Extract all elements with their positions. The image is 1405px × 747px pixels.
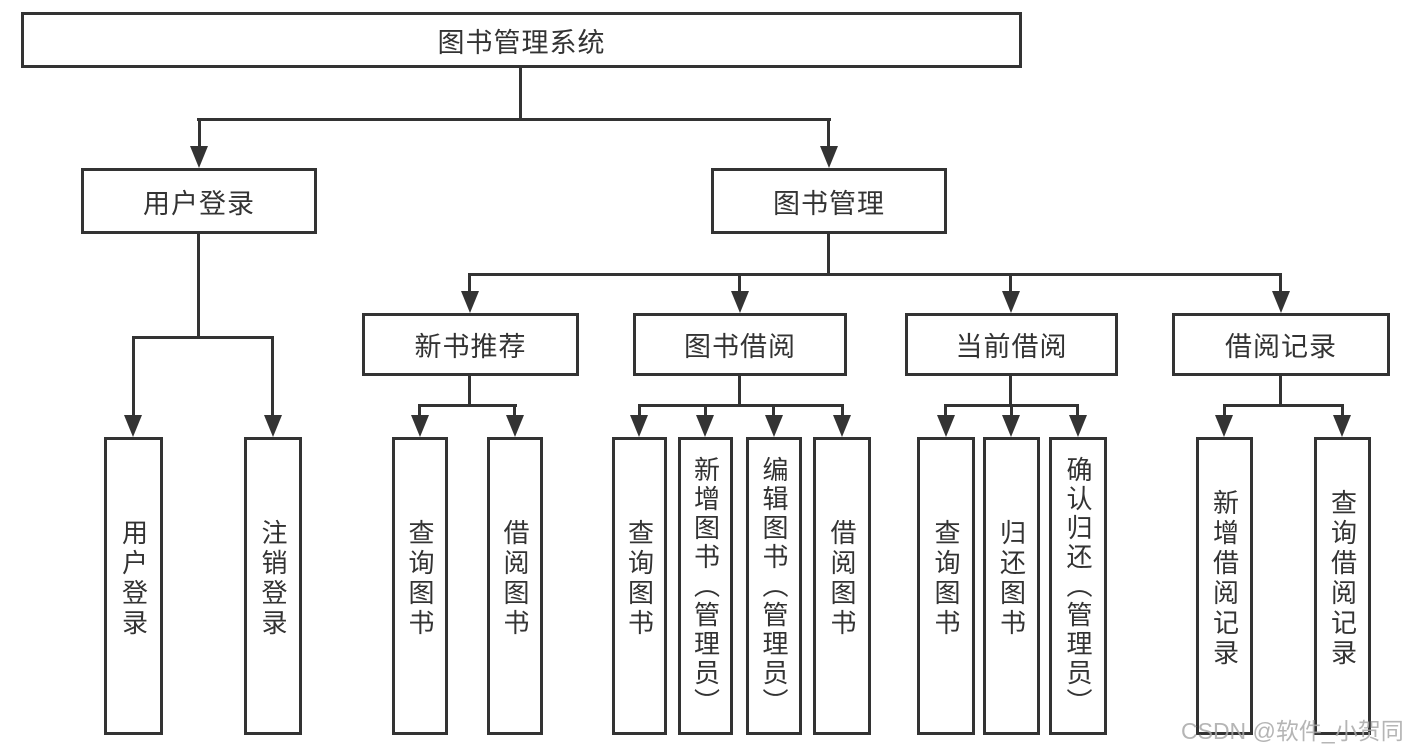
leaf-user-login: 用户登录	[104, 437, 163, 735]
connector-br-down	[1279, 376, 1282, 407]
arrow-to-new-book-rec	[461, 291, 479, 313]
arrow-to-cb-return	[1002, 415, 1020, 437]
connector-leaf-logout-stem	[271, 336, 274, 415]
connector-bb-add-stem	[704, 404, 707, 415]
connector-cb-query-stem	[944, 404, 947, 415]
leaf-bb-query-books-label: 查询图书	[624, 519, 655, 639]
arrow-to-bb-query	[630, 415, 648, 437]
arrow-to-current-borrow	[1002, 291, 1020, 313]
connector-new-book-rec-stem	[468, 273, 471, 293]
leaf-nb-query-books: 查询图书	[392, 437, 448, 735]
arrow-to-user-login	[190, 146, 208, 168]
connector-user-login-stem	[198, 118, 201, 148]
leaf-bb-query-books: 查询图书	[612, 437, 667, 735]
leaf-nb-query-books-label: 查询图书	[405, 519, 435, 639]
connector-bb-edit-stem	[772, 404, 775, 415]
leaf-bb-add-books-admin: 新增图书（管理员）	[678, 437, 733, 735]
arrow-to-bb-borrow	[833, 415, 851, 437]
connector-br-hbar	[1223, 404, 1344, 407]
connector-user-login-hbar	[132, 336, 274, 339]
csdn-watermark: CSDN @软件_小贺同学	[1181, 718, 1405, 744]
arrow-to-book-mgmt	[820, 146, 838, 168]
arrow-to-nb-query	[411, 415, 429, 437]
leaf-bb-borrow-books: 借阅图书	[813, 437, 871, 735]
connector-br-add-stem	[1223, 404, 1226, 415]
leaf-nb-borrow-books: 借阅图书	[487, 437, 543, 735]
connector-nb-query-stem	[418, 404, 421, 415]
leaf-cb-return-books: 归还图书	[983, 437, 1040, 735]
connector-nb-down	[468, 376, 471, 407]
node-book-borrow-label: 图书借阅	[684, 332, 796, 362]
leaf-cb-confirm-return-admin: 确认归还（管理员）	[1049, 437, 1107, 735]
node-borrow-records-label: 借阅记录	[1225, 332, 1337, 362]
node-book-borrow: 图书借阅	[633, 313, 847, 376]
node-root-label: 图书管理系统	[437, 27, 606, 58]
node-current-borrow: 当前借阅	[905, 313, 1118, 376]
arrow-to-borrow-records	[1272, 291, 1290, 313]
leaf-bb-borrow-books-label: 借阅图书	[827, 519, 857, 639]
arrow-to-br-query	[1333, 415, 1351, 437]
arrow-to-cb-query	[937, 415, 955, 437]
node-root: 图书管理系统	[21, 12, 1022, 68]
arrow-to-nb-borrow	[506, 415, 524, 437]
leaf-br-add-record-label: 新增借阅记录	[1209, 489, 1240, 669]
node-borrow-records: 借阅记录	[1172, 313, 1390, 376]
leaf-nb-borrow-books-label: 借阅图书	[500, 519, 530, 639]
connector-cb-down	[1009, 376, 1012, 407]
connector-leaf-user-login-stem	[132, 336, 135, 415]
connector-user-login-down	[197, 234, 200, 336]
node-user-login: 用户登录	[81, 168, 317, 234]
connector-bb-query-stem	[638, 404, 641, 415]
leaf-cb-confirm-return-admin-label: 确认归还（管理员）	[1063, 455, 1093, 717]
connector-cb-confirm-stem	[1076, 404, 1079, 415]
leaf-cb-query-books-label: 查询图书	[931, 519, 961, 639]
node-new-book-rec-label: 新书推荐	[414, 332, 527, 362]
arrow-to-leaf-logout	[264, 415, 282, 437]
leaf-bb-edit-books-admin: 编辑图书（管理员）	[746, 437, 802, 735]
leaf-bb-edit-books-admin-label: 编辑图书（管理员）	[759, 455, 789, 717]
connector-borrow-records-stem	[1279, 273, 1282, 293]
arrow-to-bb-edit	[765, 415, 783, 437]
node-new-book-rec: 新书推荐	[362, 313, 579, 376]
leaf-logout-label: 注销登录	[258, 519, 288, 639]
leaf-br-query-record-label: 查询借阅记录	[1327, 489, 1358, 669]
leaf-bb-add-books-admin-label: 新增图书（管理员）	[690, 455, 721, 717]
connector-cb-return-stem	[1010, 404, 1013, 415]
node-current-borrow-label: 当前借阅	[955, 332, 1068, 362]
arrow-to-br-add	[1215, 415, 1233, 437]
connector-book-borrow-stem	[738, 273, 741, 293]
leaf-user-login-label: 用户登录	[118, 519, 149, 639]
connector-root-stem	[519, 68, 522, 118]
leaf-cb-query-books: 查询图书	[917, 437, 975, 735]
connector-current-borrow-stem	[1009, 273, 1012, 293]
leaf-cb-return-books-label: 归还图书	[996, 519, 1027, 639]
arrow-to-leaf-user-login	[124, 415, 142, 437]
connector-book-mgmt-stem	[827, 118, 830, 148]
connector-br-query-stem	[1341, 404, 1344, 415]
arrow-to-bb-add	[696, 415, 714, 437]
connector-bb-borrow-stem	[841, 404, 844, 415]
connector-nb-hbar	[418, 404, 517, 407]
connector-root-hbar	[197, 118, 831, 121]
connector-book-mgmt-hbar	[468, 273, 1282, 276]
node-user-login-label: 用户登录	[143, 188, 255, 219]
arrow-to-book-borrow	[731, 291, 749, 313]
leaf-logout: 注销登录	[244, 437, 302, 735]
connector-bb-hbar	[638, 404, 844, 407]
node-book-mgmt-label: 图书管理	[773, 188, 885, 219]
leaf-br-add-record: 新增借阅记录	[1196, 437, 1253, 735]
arrow-to-cb-confirm	[1069, 415, 1087, 437]
node-book-mgmt: 图书管理	[711, 168, 947, 234]
connector-book-mgmt-down	[827, 234, 830, 273]
connector-bb-down	[738, 376, 741, 407]
leaf-br-query-record: 查询借阅记录	[1314, 437, 1371, 735]
connector-nb-borrow-stem	[513, 404, 516, 415]
